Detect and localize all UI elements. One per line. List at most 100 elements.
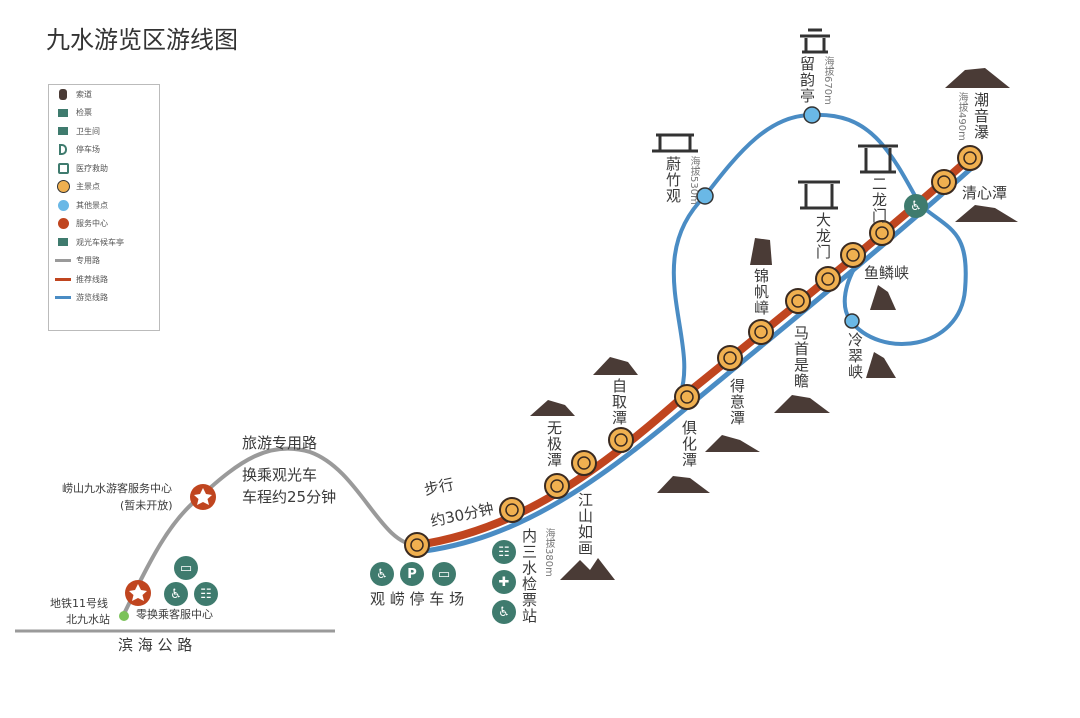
- legend-label: 专用路: [76, 256, 100, 266]
- liuyun-altitude: 海拔670m: [822, 56, 833, 105]
- other-spot-liuyun[interactable]: [803, 106, 821, 124]
- other-spot-weizhu[interactable]: [696, 187, 714, 205]
- restroom-icon: ♿: [164, 582, 188, 606]
- main-spot[interactable]: [815, 266, 841, 292]
- line-gray: [55, 259, 71, 263]
- restroom-icon: ♿: [904, 194, 928, 218]
- label-tourism-road: 旅游专用路: [242, 434, 318, 452]
- shuttle-stop-icon: ▭: [432, 562, 456, 586]
- main-spot[interactable]: [785, 288, 811, 314]
- label-shuttle-1: 换乘观光车: [242, 466, 318, 484]
- legend-item: 停车场: [49, 141, 159, 160]
- label-wuji: 无极潭: [545, 420, 563, 468]
- legend-item: 游览线路: [49, 289, 159, 308]
- label-yulin: 鱼鳞峡: [864, 264, 910, 282]
- label-jinfan: 锦帆嶂: [752, 268, 770, 316]
- label-ziqu: 自取潭: [610, 378, 628, 426]
- main-spot[interactable]: [869, 220, 895, 246]
- checkpoint-altitude: 海拔380m: [543, 528, 554, 577]
- main-spot[interactable]: [957, 145, 983, 171]
- line-red: [55, 277, 71, 281]
- main-spot[interactable]: [748, 319, 774, 345]
- other-spot-lengcui[interactable]: [844, 313, 860, 329]
- main-spot[interactable]: [571, 450, 597, 476]
- main-spot[interactable]: [404, 532, 430, 558]
- legend: 索道检票卫生间停车场医疗救助主景点其他景点服务中心观光车候车亭专用路推荐线路游览…: [48, 84, 160, 331]
- label-metro-station: 北九水站: [66, 613, 110, 626]
- restroom-icon: [55, 127, 71, 136]
- label-dalongmen: 大龙门: [814, 212, 832, 260]
- label-liuyun: 留韵亭: [798, 56, 816, 104]
- legend-label: 游览线路: [76, 293, 108, 303]
- mountain-icons: [530, 68, 1018, 580]
- cableway-icon: [55, 88, 71, 100]
- line-blue: [55, 296, 71, 300]
- service-center-icon: [55, 218, 71, 230]
- parking-icon: P: [400, 562, 424, 586]
- main-spot[interactable]: [717, 345, 743, 371]
- shuttle-stop-icon: ▭: [174, 556, 198, 580]
- legend-label: 卫生间: [76, 126, 100, 136]
- label-qingxin: 清心潭: [962, 184, 1008, 202]
- legend-label: 服务中心: [76, 219, 108, 229]
- restroom-icon: ♿: [492, 600, 516, 624]
- medical-icon: [55, 162, 71, 174]
- ticket-icon: ☷: [492, 540, 516, 564]
- label-highway: 滨 海 公 路: [118, 636, 193, 654]
- label-metro-line: 地铁11号线: [50, 597, 108, 610]
- parking-icon: [55, 144, 71, 156]
- medical-icon: ✚: [492, 570, 516, 594]
- legend-label: 检票: [76, 108, 92, 118]
- label-deyi: 得意潭: [728, 378, 746, 426]
- ticket-icon: [55, 108, 71, 117]
- legend-item: 观光车候车亭: [49, 233, 159, 252]
- legend-label: 索道: [76, 89, 92, 99]
- label-visitor-center-note: (暂未开放): [120, 499, 173, 512]
- legend-item: 主景点: [49, 178, 159, 197]
- label-lengcui: 冷翠峡: [846, 332, 864, 380]
- legend-item: 卫生间: [49, 122, 159, 141]
- main-spot[interactable]: [931, 169, 957, 195]
- weizhu-altitude: 海拔530m: [688, 156, 699, 205]
- legend-label: 停车场: [76, 145, 100, 155]
- legend-item: 医疗救助: [49, 159, 159, 178]
- main-spot[interactable]: [674, 384, 700, 410]
- restroom-icon: ♿: [370, 562, 394, 586]
- tourism-road: [121, 446, 418, 617]
- metro-station-dot[interactable]: [119, 611, 129, 621]
- label-checkpoint: 内三水检票站: [520, 528, 538, 624]
- service-center-icon[interactable]: [190, 484, 216, 510]
- ticket-icon: ☷: [194, 582, 218, 606]
- legend-label: 其他景点: [76, 200, 108, 210]
- main-spot[interactable]: [608, 427, 634, 453]
- label-transfer-center: 零换乘客服中心: [136, 608, 213, 621]
- label-visitor-center: 崂山九水游客服务中心: [62, 482, 172, 495]
- other-spot-icon: [55, 199, 71, 211]
- main-spot[interactable]: [544, 473, 570, 499]
- label-erlongmen: 二龙门: [870, 176, 888, 224]
- chaoyin-altitude: 海拔490m: [956, 92, 967, 141]
- legend-label: 推荐线路: [76, 274, 108, 284]
- service-center-icon[interactable]: [125, 580, 151, 606]
- label-mashou: 马首是瞻: [792, 325, 810, 389]
- pavilion-icons: [652, 28, 898, 210]
- legend-item: 专用路: [49, 252, 159, 271]
- legend-label: 观光车候车亭: [76, 237, 124, 247]
- label-jiangshan: 江山如画: [576, 492, 594, 556]
- main-spot[interactable]: [499, 497, 525, 523]
- label-shuttle-2: 车程约25分钟: [242, 488, 337, 506]
- map-title: 九水游览区游线图: [46, 26, 238, 54]
- label-parking: 观 崂 停 车 场: [370, 590, 465, 608]
- label-chaoyin: 潮音瀑: [972, 92, 990, 140]
- main-spot[interactable]: [840, 242, 866, 268]
- shuttle-stop-icon: [55, 238, 71, 247]
- legend-item: 索道: [49, 85, 159, 104]
- label-weizhu: 蔚竹观: [664, 156, 682, 204]
- legend-item: 推荐线路: [49, 270, 159, 289]
- main-spot-icon: [55, 180, 71, 194]
- legend-item: 检票: [49, 104, 159, 123]
- label-juhua: 俱化潭: [680, 420, 698, 468]
- legend-label: 医疗救助: [76, 163, 108, 173]
- legend-label: 主景点: [76, 182, 100, 192]
